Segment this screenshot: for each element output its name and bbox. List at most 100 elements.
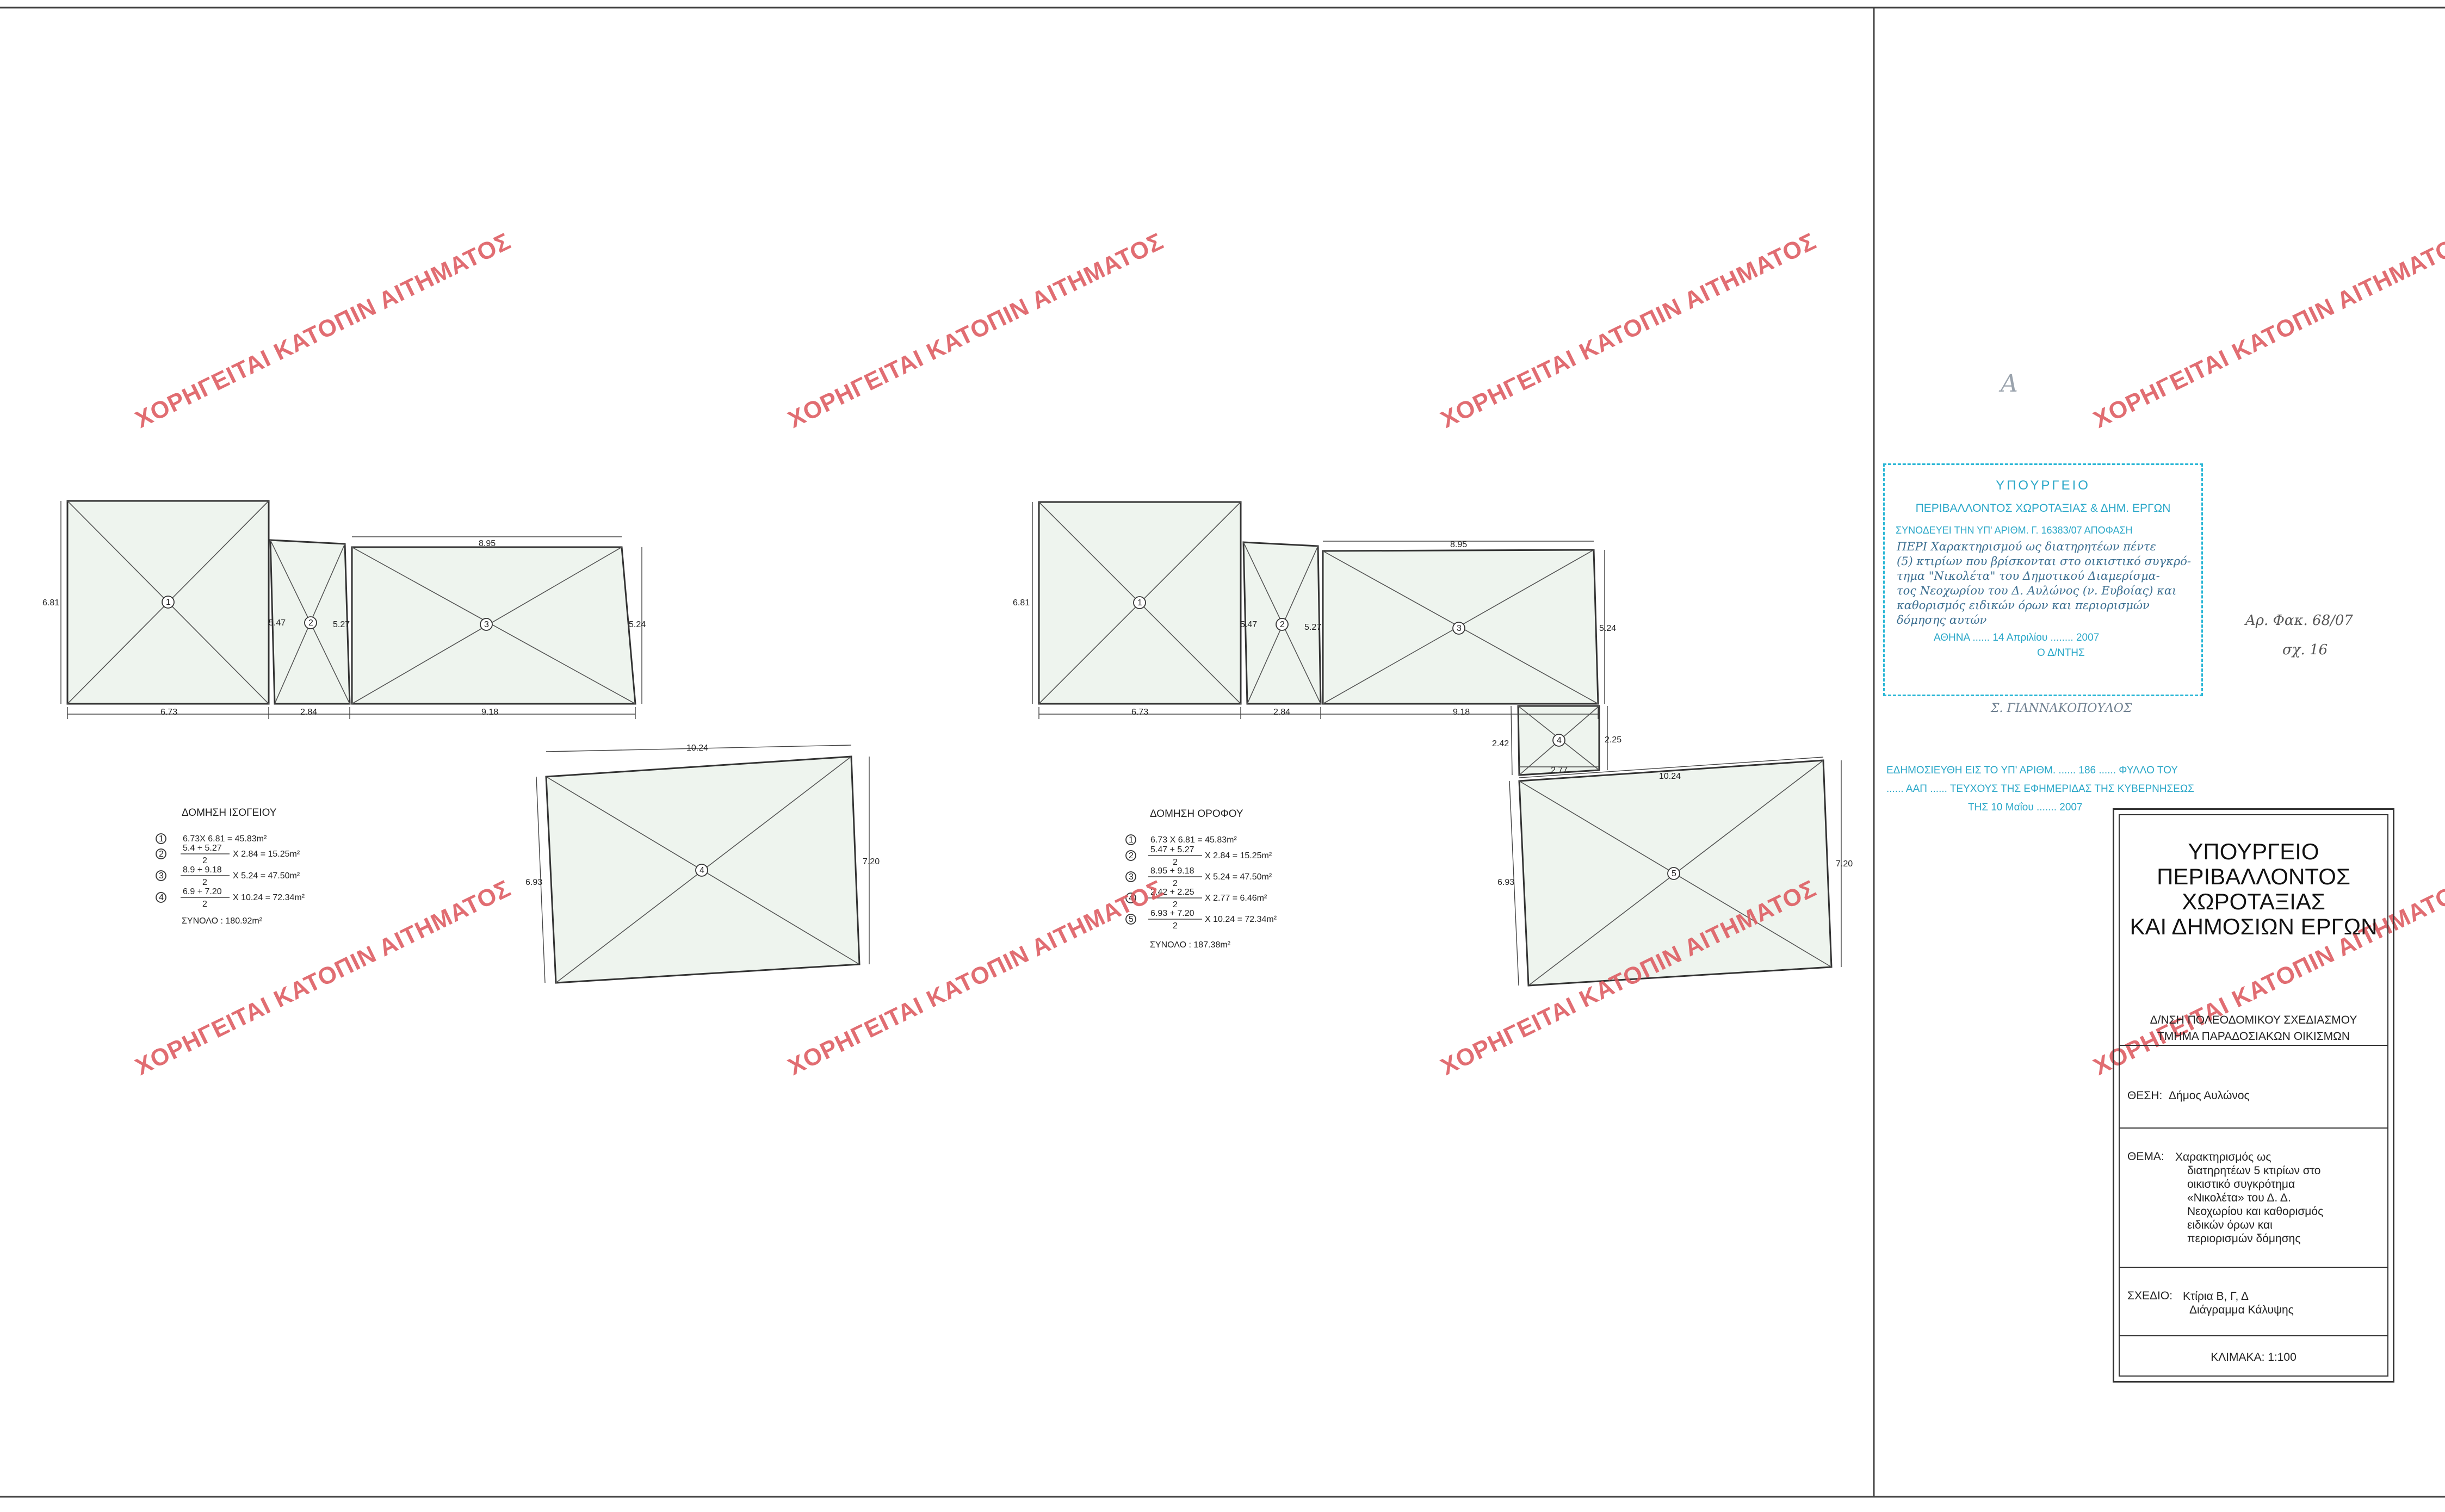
ground-floor-plan: 1 2 3 4 xyxy=(42,500,880,984)
ground-calc-3: X 5.24 = 47.50m² xyxy=(233,871,300,881)
dim-b3-top: 8.95 xyxy=(479,539,496,548)
up-dim-b4-bottom: 2.77 xyxy=(1551,766,1568,775)
ground-building-3: 3 xyxy=(351,546,636,705)
up-dim-b2-bottom: 2.84 xyxy=(1273,708,1290,717)
up-dim-b5-top: 10.24 xyxy=(1659,772,1681,781)
ground-calc-1: 6.73X 6.81 = 45.83m² xyxy=(183,834,267,844)
location-section: ΘΕΣΗ: Δήμος Αυλώνος xyxy=(2120,1069,2387,1129)
sheet-frame xyxy=(0,7,2445,1498)
svg-text:4: 4 xyxy=(159,893,164,902)
upper-calc-2: X 2.84 = 15.25m² xyxy=(1205,851,1272,860)
upper-calc-5: X 10.24 = 72.34m² xyxy=(1205,915,1277,924)
up-dim-left-height: 6.81 xyxy=(1013,598,1030,608)
svg-text:2: 2 xyxy=(1173,879,1178,888)
upper-dimension-lines xyxy=(1032,502,1842,986)
svg-text:6.9 + 7.20: 6.9 + 7.20 xyxy=(183,887,222,896)
upper-calc-legend: ΔΟΜΗΣΗ ΟΡΟΦΟΥ 1 6.73 X 6.81 = 45.83m² 2 … xyxy=(1125,808,1277,950)
svg-text:3: 3 xyxy=(1457,624,1462,633)
up-dim-b1-bottom: 6.73 xyxy=(1131,708,1148,717)
stamp-line-1: ΥΠΟΥΡΓΕΙΟ xyxy=(1996,478,2090,493)
dim-b2-right: 5.27 xyxy=(333,620,350,629)
ground-calc-legend: ΔΟΜΗΣΗ ΙΣΟΓΕΙΟΥ 1 6.73X 6.81 = 45.83m² 2… xyxy=(156,807,305,926)
upper-calc-total: ΣΥΝΟΛΟ : 187.38m² xyxy=(1150,940,1231,950)
scale-value: ΚΛΙΜΑΚΑ: 1:100 xyxy=(2211,1351,2297,1364)
gazette-line-3: ΤΗΣ 10 Μαΐου ....... 2007 xyxy=(1968,802,2083,813)
ground-calc-title: ΔΟΜΗΣΗ ΙΣΟΓΕΙΟΥ xyxy=(182,807,277,819)
upper-floor-plan: 1 2 3 4 5 xyxy=(1013,501,1853,987)
svg-text:4: 4 xyxy=(700,866,704,875)
subject-text: Χαρακτηρισμός ως διατηρητέων 5 κτιρίων σ… xyxy=(2175,1151,2324,1245)
gazette-publication-note: ΕΔΗΜΟΣΙΕΥΘΗ ΕΙΣ ΤΟ ΥΠ' ΑΡΙΘΜ. ...... 186… xyxy=(1886,761,2194,817)
location-value: Δήμος Αυλώνος xyxy=(2169,1089,2250,1102)
title-block: ΥΠΟΥΡΓΕΙΟ ΠΕΡΙΒΑΛΛΟΝΤΟΣ ΧΩΡΟΤΑΞΙΑΣ ΚΑΙ Δ… xyxy=(2113,808,2394,1383)
ministry-approval-stamp: ΥΠΟΥΡΓΕΙΟ ΠΕΡΙΒΑΛΛΟΝΤΟΣ ΧΩΡΟΤΑΞΙΑΣ & ΔΗΜ… xyxy=(1883,463,2203,696)
upper-calc-title: ΔΟΜΗΣΗ ΟΡΟΦΟΥ xyxy=(1150,808,1243,820)
ground-building-1: 1 xyxy=(66,500,270,705)
up-dim-b3-top: 8.95 xyxy=(1450,540,1467,549)
svg-text:5.47 + 5.27: 5.47 + 5.27 xyxy=(1150,845,1194,854)
svg-text:2: 2 xyxy=(202,856,207,865)
svg-text:5.4 + 5.27: 5.4 + 5.27 xyxy=(183,844,222,853)
svg-text:2: 2 xyxy=(308,618,313,628)
location-label: ΘΕΣΗ: xyxy=(2127,1089,2163,1102)
ground-building-4: 4 xyxy=(545,755,861,984)
dim-b2-left: 5.47 xyxy=(269,618,286,628)
stamp-handwritten-text: ΠΕΡΙ Χαρακτηρισμού ως διατηρητέων πέντε … xyxy=(1897,540,2191,627)
ground-calc-4: X 10.24 = 72.34m² xyxy=(233,893,305,902)
upper-building-1: 1 xyxy=(1038,501,1242,705)
up-dim-b4-left: 2.42 xyxy=(1492,739,1509,748)
ministry-section: ΥΠΟΥΡΓΕΙΟ ΠΕΡΙΒΑΛΛΟΝΤΟΣ ΧΩΡΟΤΑΞΙΑΣ ΚΑΙ Δ… xyxy=(2120,815,2387,1022)
svg-text:8.95 + 9.18: 8.95 + 9.18 xyxy=(1150,866,1194,876)
svg-text:2: 2 xyxy=(1173,921,1178,931)
stamp-line-2: ΠΕΡΙΒΑΛΛΟΝΤΟΣ ΧΩΡΟΤΑΞΙΑΣ & ΔΗΜ. ΕΡΓΩΝ xyxy=(1915,502,2171,515)
subject-label: ΘΕΜΑ: xyxy=(2127,1150,2164,1163)
up-dim-b2-left: 5.47 xyxy=(1240,620,1257,629)
dim-b4-right: 7.20 xyxy=(863,857,880,866)
department-name: Δ/ΝΣΗ ΠΟΛΕΟΔΟΜΙΚΟΥ ΣΧΕΔΙΑΣΜΟΥ xyxy=(2150,1014,2357,1026)
drawing-number-note: σχ. 16 xyxy=(2282,642,2328,658)
scale-section: ΚΛΙΜΑΚΑ: 1:100 xyxy=(2120,1336,2387,1380)
svg-text:2: 2 xyxy=(159,850,164,859)
ground-calc-2: X 2.84 = 15.25m² xyxy=(233,850,300,859)
subject-section: ΘΕΜΑ: Χαρακτηρισμός ως διατηρητέων 5 κτι… xyxy=(2120,1129,2387,1268)
svg-text:8.9 + 9.18: 8.9 + 9.18 xyxy=(183,865,222,875)
stamp-director: Ο Δ/ΝΤΗΣ xyxy=(2037,647,2085,659)
department-section: Δ/ΝΣΗ ΠΟΛΕΟΔΟΜΙΚΟΥ ΣΧΕΔΙΑΣΜΟΥ ΤΜΗΜΑ ΠΑΡΑ… xyxy=(2120,1012,2387,1046)
upper-calc-3: X 5.24 = 47.50m² xyxy=(1205,872,1272,882)
stamp-city-date: ΑΘΗΝΑ ...... 14 Απριλίου ........ 2007 xyxy=(1934,632,2100,643)
svg-text:2: 2 xyxy=(1129,851,1134,860)
ground-calc-total: ΣΥΝΟΛΟ : 180.92m² xyxy=(182,916,263,926)
svg-text:3: 3 xyxy=(484,620,489,629)
up-dim-b3-right: 5.24 xyxy=(1599,624,1616,633)
upper-calc-4: X 2.77 = 6.46m² xyxy=(1205,894,1267,903)
dim-b4-left: 6.93 xyxy=(525,878,542,887)
upper-building-4: 4 xyxy=(1517,705,1600,776)
svg-text:5: 5 xyxy=(1672,869,1676,878)
svg-text:2: 2 xyxy=(202,900,207,909)
svg-text:1: 1 xyxy=(166,598,171,607)
dim-b1-bottom: 6.73 xyxy=(160,708,177,717)
dim-b4-top: 10.24 xyxy=(686,743,708,753)
upper-building-5: 5 xyxy=(1518,759,1833,987)
dim-left-height: 6.81 xyxy=(42,598,59,608)
title-block-inner: ΥΠΟΥΡΓΕΙΟ ΠΕΡΙΒΑΛΛΟΝΤΟΣ ΧΩΡΟΤΑΞΙΑΣ ΚΑΙ Δ… xyxy=(2119,814,2388,1377)
dim-b3-right: 5.24 xyxy=(629,620,646,629)
stamp-line-3: ΣΥΝΟΔΕΥΕΙ ΤΗΝ ΥΠ' ΑΡΙΘΜ. Γ. 16383/07 ΑΠΟ… xyxy=(1896,525,2133,536)
svg-text:1: 1 xyxy=(1129,835,1134,845)
svg-text:1: 1 xyxy=(159,834,164,844)
svg-text:2.42 + 2.25: 2.42 + 2.25 xyxy=(1150,888,1194,897)
up-dim-b2-right: 5.27 xyxy=(1304,623,1321,632)
gazette-line-2: ...... ΑΑΠ ...... ΤΕΥΧΟΥΣ ΤΗΣ ΕΦΗΜΕΡΙΔΑΣ… xyxy=(1886,783,2194,795)
upper-calc-1: 6.73 X 6.81 = 45.83m² xyxy=(1150,835,1237,845)
svg-text:3: 3 xyxy=(1129,872,1134,882)
ministry-name: ΥΠΟΥΡΓΕΙΟ ΠΕΡΙΒΑΛΛΟΝΤΟΣ ΧΩΡΟΤΑΞΙΑΣ ΚΑΙ Δ… xyxy=(2130,839,2378,939)
svg-text:2: 2 xyxy=(1173,858,1178,867)
svg-text:6.93 + 7.20: 6.93 + 7.20 xyxy=(1150,909,1194,918)
svg-text:4: 4 xyxy=(1557,736,1562,745)
letter-a-note: Α xyxy=(2001,370,2018,398)
svg-text:2: 2 xyxy=(202,878,207,887)
up-dim-b3-bottom: 9.18 xyxy=(1453,708,1470,717)
upper-building-2: 2 xyxy=(1242,541,1322,705)
ground-building-2: 2 xyxy=(269,539,351,705)
